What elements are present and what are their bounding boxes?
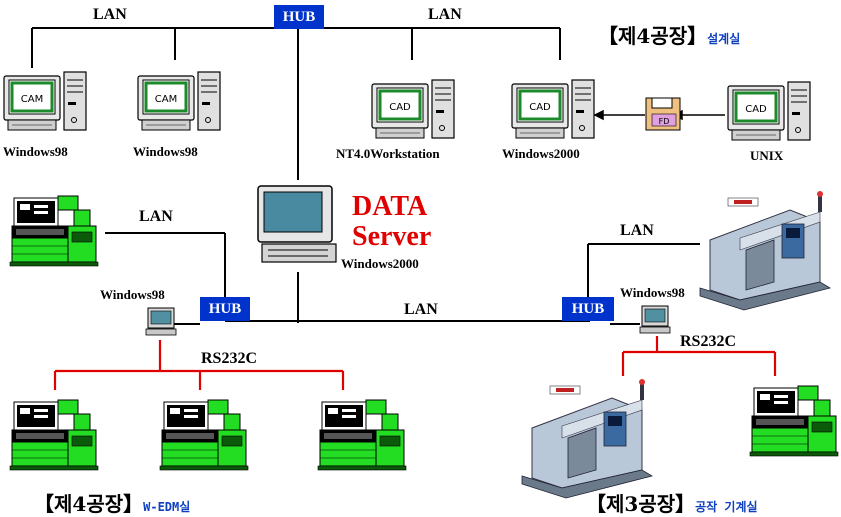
os-label-cad-pc-2: Windows2000 bbox=[502, 146, 580, 161]
lan-label-left: LAN bbox=[139, 208, 173, 225]
right-windows98-pc bbox=[639, 305, 671, 334]
wedm-machine-factory3 bbox=[749, 385, 839, 457]
cad-pc-2: CAD bbox=[510, 78, 596, 140]
os-label-left-pc: Windows98 bbox=[100, 287, 165, 302]
factory3-bracket: 【제3공장】 bbox=[586, 492, 696, 516]
factory4-design-label: 【제4공장】설계실 bbox=[598, 20, 740, 49]
os-label-cam-pc-1: Windows98 bbox=[3, 144, 68, 159]
os-label-server: Windows2000 bbox=[341, 256, 419, 271]
os-label-unix: UNIX bbox=[750, 148, 784, 163]
factory4-wedm-label: 【제4공장】W-EDM실 bbox=[34, 488, 190, 517]
wedm-machine-2 bbox=[159, 399, 249, 471]
cam-pc-1-screen-text: CAM bbox=[21, 94, 43, 105]
wedm-machine-1 bbox=[9, 399, 99, 471]
cad-pc-2-screen-text: CAD bbox=[529, 102, 551, 113]
data-server-title-line1: DATA bbox=[352, 191, 428, 222]
cad-pc-unix: CAD bbox=[726, 80, 812, 142]
os-label-cad-pc-1: NT4.0Workstation bbox=[336, 146, 440, 161]
factory3-room: 공작 기계실 bbox=[695, 500, 758, 514]
factory4-design-bracket: 【제4공장】 bbox=[598, 24, 708, 48]
os-label-right-pc: Windows98 bbox=[620, 285, 685, 300]
wedm-machine-top-left bbox=[9, 195, 99, 267]
factory3-label: 【제3공장】공작 기계실 bbox=[586, 488, 758, 517]
cad-pc-1: CAD bbox=[370, 78, 456, 140]
data-server-pc bbox=[257, 185, 337, 263]
lan-label-top-right: LAN bbox=[428, 6, 462, 23]
cad-pc-1-screen-text: CAD bbox=[389, 102, 411, 113]
rs232c-label-left: RS232C bbox=[201, 350, 258, 367]
lan-label-center: LAN bbox=[404, 301, 438, 318]
hub-left: HUB bbox=[200, 297, 250, 321]
factory4-wedm-bracket: 【제4공장】 bbox=[34, 492, 144, 516]
hub-top: HUB bbox=[274, 5, 324, 29]
machining-center-lower bbox=[521, 378, 653, 499]
cam-pc-2: CAM bbox=[136, 70, 222, 132]
rs232c-lines bbox=[53, 336, 777, 390]
lan-label-right: LAN bbox=[620, 222, 654, 239]
lan-label-top-left: LAN bbox=[93, 6, 127, 23]
hub-right: HUB bbox=[562, 297, 614, 321]
cam-pc-2-screen-text: CAM bbox=[155, 94, 177, 105]
data-server-title: DATA Server bbox=[352, 192, 431, 252]
factory4-design-room: 설계실 bbox=[707, 32, 741, 46]
floppy-disk-icon: FD bbox=[645, 97, 681, 131]
data-server-title-line2: Server bbox=[352, 221, 432, 252]
factory4-wedm-room: W-EDM실 bbox=[143, 500, 191, 514]
fd-label: FD bbox=[659, 117, 670, 126]
machining-center-upper bbox=[699, 190, 831, 311]
left-windows98-pc bbox=[145, 307, 177, 336]
wedm-machine-3 bbox=[317, 399, 407, 471]
os-label-cam-pc-2: Windows98 bbox=[133, 144, 198, 159]
rs232c-label-right: RS232C bbox=[680, 333, 737, 350]
cad-pc-unix-screen-text: CAD bbox=[745, 104, 767, 115]
cam-pc-1: CAM bbox=[2, 70, 88, 132]
top-lan-lines bbox=[31, 27, 561, 180]
